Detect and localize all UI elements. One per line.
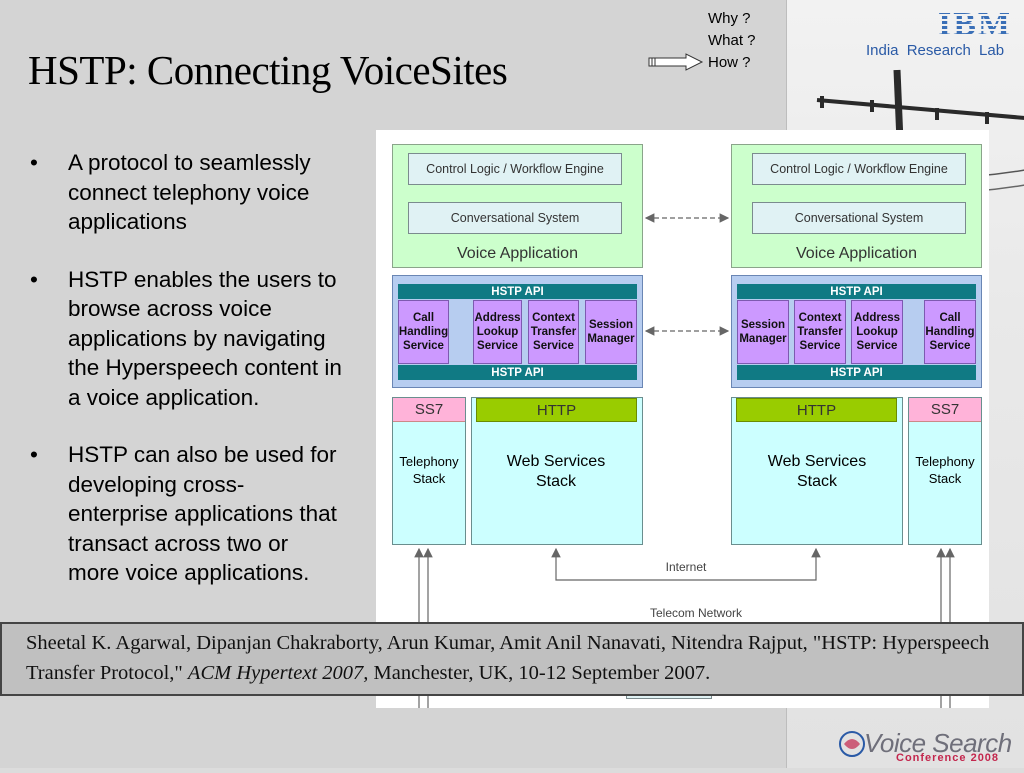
how-link[interactable]: How ?: [708, 54, 751, 71]
page-title: HSTP: Connecting VoiceSites: [28, 47, 508, 93]
conference-subtitle: Conference 2008: [896, 752, 1000, 764]
what-link[interactable]: What ?: [708, 32, 756, 49]
telecom-network-label: Telecom Network: [649, 606, 743, 620]
voice-search-logo: Voice Search: [864, 728, 1012, 758]
hstp-api-top-right: HSTP API: [737, 284, 976, 299]
arrow-right-icon: [648, 53, 704, 71]
module-context-transfer-left: Context Transfer Service: [528, 300, 579, 364]
citation-venue: ACM Hypertext 2007,: [187, 662, 369, 684]
control-logic-right: Control Logic / Workflow Engine: [752, 153, 966, 185]
web-services-label-right: Web Services Stack: [767, 453, 867, 490]
control-logic-left: Control Logic / Workflow Engine: [408, 153, 622, 185]
ss7-label-right: SS7: [909, 398, 981, 422]
telephony-stack-label-left: Telephony Stack: [399, 454, 459, 486]
module-session-manager-right: Session Manager: [737, 300, 789, 364]
ibm-logo: IBM: [938, 6, 1012, 43]
why-link[interactable]: Why ?: [708, 10, 751, 27]
voice-application-label-left: Voice Application: [457, 245, 578, 262]
voice-application-label-right: Voice Application: [796, 245, 917, 262]
bullet-list: A protocol to seamlessly connect telepho…: [24, 148, 344, 616]
ss7-label-left: SS7: [393, 398, 465, 422]
bullet-item: A protocol to seamlessly connect telepho…: [24, 148, 344, 237]
module-address-lookup-right: Address Lookup Service: [851, 300, 903, 364]
citation-authors: Sheetal K. Agarwal, Dipanjan Chakraborty…: [26, 632, 990, 684]
web-services-label-left: Web Services Stack: [506, 453, 606, 490]
hstp-api-bottom-right: HSTP API: [737, 365, 976, 380]
module-address-lookup-left: Address Lookup Service: [473, 300, 522, 364]
http-label-right: HTTP: [736, 398, 897, 422]
internet-label: Internet: [665, 560, 707, 574]
conference-logo-icon: [839, 731, 865, 757]
module-call-handling-left: Call Handling Service: [398, 300, 449, 364]
architecture-diagram: Control Logic / Workflow Engine Conversa…: [376, 130, 989, 708]
bullet-item: HSTP can also be used for developing cro…: [24, 440, 344, 588]
module-context-transfer-right: Context Transfer Service: [794, 300, 846, 364]
module-session-manager-left: Session Manager: [585, 300, 637, 364]
module-call-handling-right: Call Handling Service: [924, 300, 976, 364]
telephony-stack-label-right: Telephony Stack: [915, 454, 975, 486]
bullet-item: HSTP enables the users to browse across …: [24, 265, 344, 413]
http-label-left: HTTP: [476, 398, 637, 422]
hstp-api-top-left: HSTP API: [398, 284, 637, 299]
why-what-how-links: Why ? What ? How ?: [708, 8, 756, 74]
citation-box: Sheetal K. Agarwal, Dipanjan Chakraborty…: [0, 622, 1024, 696]
conversational-system-right: Conversational System: [752, 202, 966, 234]
citation-place: Manchester, UK, 10-12 September 2007.: [373, 662, 711, 684]
conversational-system-left: Conversational System: [408, 202, 622, 234]
lab-name: India Research Lab: [866, 42, 1005, 59]
hstp-api-bottom-left: HSTP API: [398, 365, 637, 380]
